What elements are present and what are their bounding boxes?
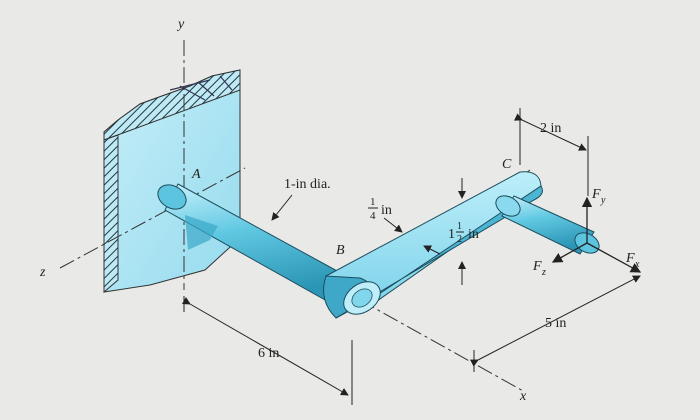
label-fy: F bbox=[591, 187, 601, 202]
label-onehalf-den: 2 bbox=[457, 234, 462, 245]
label-fx-sub: x bbox=[634, 259, 640, 270]
label-6in: 6 in bbox=[258, 346, 279, 361]
plate-bc bbox=[323, 171, 543, 319]
label-point-a: A bbox=[191, 167, 201, 182]
label-quarter-num: 1 bbox=[370, 196, 376, 208]
label-y: y bbox=[176, 17, 185, 32]
label-quarter-unit: in bbox=[381, 203, 392, 218]
label-fy-sub: y bbox=[600, 195, 606, 206]
label-2in: 2 in bbox=[540, 121, 561, 136]
label-onehalf-num: 1 bbox=[457, 221, 462, 232]
label-quarter-den: 4 bbox=[370, 210, 376, 222]
x-axis bbox=[359, 299, 526, 393]
label-x: x bbox=[519, 389, 527, 404]
force-fx-arrow bbox=[586, 242, 642, 273]
dim-2in bbox=[513, 113, 587, 151]
dim-6in bbox=[181, 297, 349, 396]
force-fz-arrow bbox=[551, 242, 588, 263]
label-5in: 5 in bbox=[545, 316, 566, 331]
label-fx: F bbox=[625, 251, 635, 266]
dim-5in bbox=[469, 275, 641, 367]
shaft-c bbox=[495, 195, 600, 255]
z-axis bbox=[59, 167, 246, 269]
label-onehalf-unit: in bbox=[468, 227, 479, 242]
wall-support bbox=[103, 69, 241, 294]
label-point-b: B bbox=[336, 243, 345, 258]
label-fz-sub: z bbox=[541, 267, 546, 278]
force-arrows bbox=[551, 196, 642, 273]
labels: y z x A B C 1-in dia. 1 4 in 1 1 2 in 2 … bbox=[39, 17, 640, 404]
label-diameter: 1-in dia. bbox=[284, 177, 331, 192]
leader-dia bbox=[271, 194, 293, 221]
label-point-c: C bbox=[502, 157, 512, 172]
dimensions bbox=[181, 108, 641, 405]
label-fz: F bbox=[532, 259, 542, 274]
label-z: z bbox=[39, 265, 46, 280]
label-onehalf-whole: 1 bbox=[448, 227, 455, 242]
